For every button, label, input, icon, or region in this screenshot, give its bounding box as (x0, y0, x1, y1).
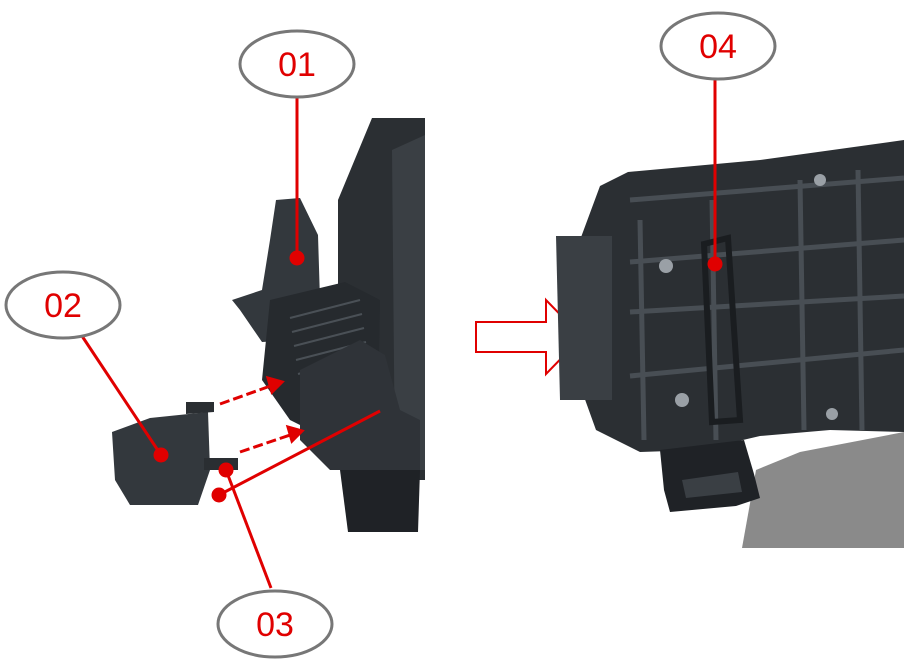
lower-foot (340, 470, 420, 532)
callout-03: 03 (216, 589, 334, 659)
leader-lines (80, 80, 723, 589)
callout-04-dot (707, 256, 723, 272)
left-assembly-illustration (112, 118, 425, 532)
callout-03-dot-a (218, 462, 234, 478)
right-assembly-illustration (556, 140, 904, 548)
callout-04-label: 04 (699, 28, 737, 66)
callout-02-label: 02 (44, 287, 82, 325)
callout-01-label: 01 (278, 46, 316, 84)
side-rail (556, 236, 612, 400)
callout-01: 01 (238, 29, 356, 99)
callout-02: 02 (4, 270, 122, 340)
foam-block (742, 432, 904, 548)
callout-04: 04 (659, 11, 777, 81)
insertion-arrows (219, 375, 305, 454)
back-panel-shade (392, 135, 425, 470)
bottom-handle-slot (682, 472, 742, 498)
inner-frame (700, 234, 744, 426)
callout-02-dot (153, 447, 169, 463)
callout-03-dot-b (211, 487, 227, 503)
callout-03-label: 03 (256, 606, 294, 644)
removed-cover-tab-top (186, 402, 214, 414)
screws (659, 174, 838, 420)
callout-01-dot (289, 250, 305, 266)
